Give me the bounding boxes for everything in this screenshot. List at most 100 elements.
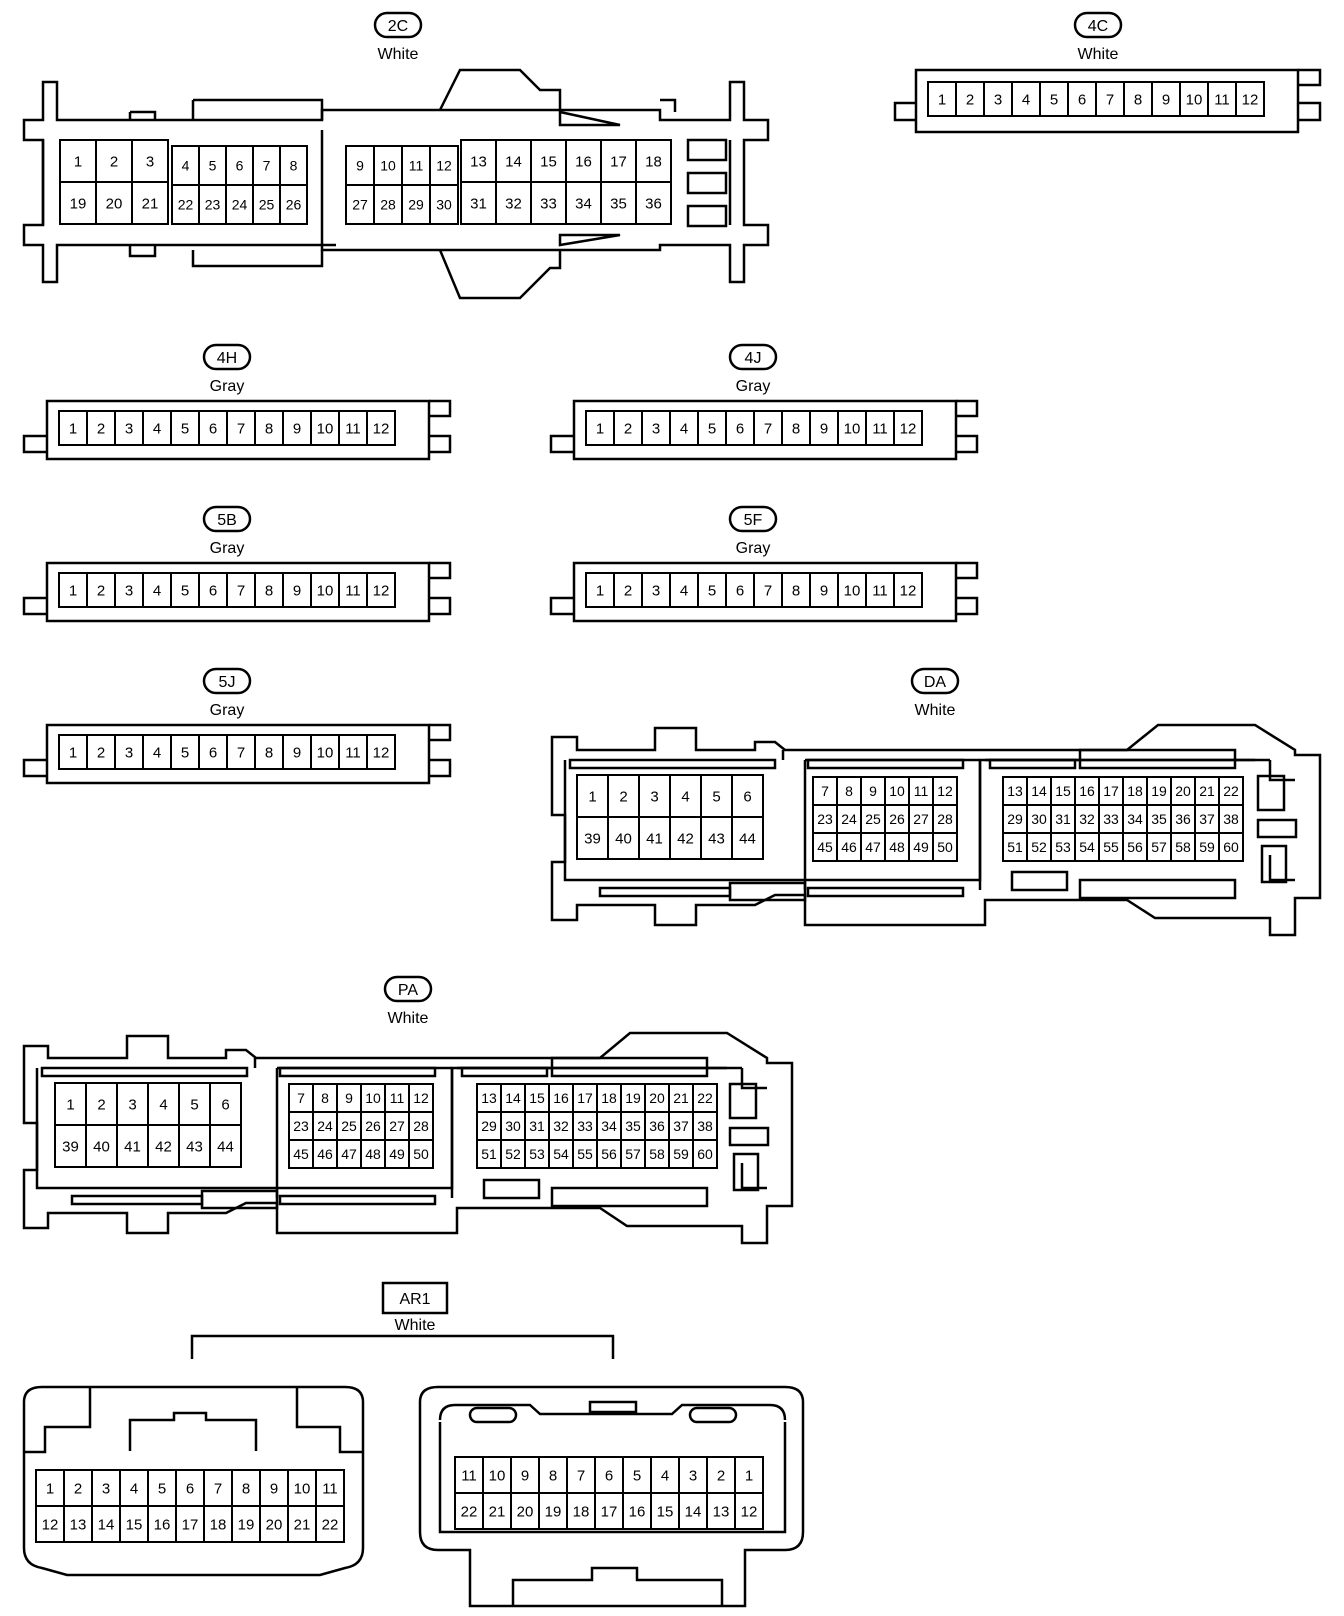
- pin-number: 53: [529, 1146, 545, 1162]
- pin-cell: 2: [95, 139, 133, 183]
- pin-box: [209, 1124, 242, 1168]
- pin-cell: 35: [600, 181, 637, 225]
- pin-cell: 3: [983, 81, 1013, 117]
- pin-cell: 29: [476, 1111, 502, 1141]
- pin-number: 12: [900, 582, 917, 599]
- connector-5f-outline: [549, 561, 979, 623]
- pin-number: 59: [1199, 839, 1215, 855]
- pin-cell: 4: [171, 145, 200, 186]
- pin-cell: 10: [482, 1456, 512, 1494]
- pin-number: 17: [182, 1516, 199, 1533]
- pin-cell: 30: [429, 184, 459, 225]
- pin-cell: 44: [209, 1124, 242, 1168]
- pin-number: 52: [1031, 839, 1047, 855]
- pin-number: 41: [124, 1138, 141, 1155]
- pin-number: 7: [1106, 91, 1114, 108]
- pin-cell: 20: [259, 1505, 289, 1543]
- pin-cell: 1: [35, 1469, 65, 1507]
- pin-cell: 5: [170, 572, 200, 608]
- pin-cell: 6: [725, 410, 755, 446]
- pin-cell: 5: [697, 410, 727, 446]
- pin-number: 1: [745, 1467, 753, 1484]
- pin-number: 24: [317, 1118, 333, 1134]
- pin-number: 12: [373, 582, 390, 599]
- pin-number: 49: [913, 839, 929, 855]
- pin-cell: 51: [476, 1139, 502, 1169]
- pin-number: 11: [409, 158, 424, 174]
- pin-cell: 2: [86, 572, 116, 608]
- pin-number: 8: [290, 158, 298, 174]
- pin-number: 11: [1214, 91, 1230, 108]
- pin-cell: 26: [360, 1111, 386, 1141]
- pin-number: 8: [321, 1090, 329, 1106]
- connector-5f-color: Gray: [736, 540, 771, 557]
- pin-cell: 33: [530, 181, 567, 225]
- pin-number: 31: [470, 195, 487, 212]
- pin-cell: 14: [495, 139, 532, 183]
- pin-number: 6: [209, 420, 217, 437]
- pin-number: 2: [624, 420, 632, 437]
- pin-number: 52: [505, 1146, 521, 1162]
- pin-cell: 12: [429, 145, 459, 186]
- pin-cell: 32: [548, 1111, 574, 1141]
- pin-number: 5: [708, 582, 716, 599]
- pin-number: 16: [553, 1090, 569, 1106]
- pin-cell: 32: [495, 181, 532, 225]
- pin-cell: 17: [175, 1505, 205, 1543]
- pin-cell: 6: [594, 1456, 624, 1494]
- pin-number: 14: [505, 153, 522, 170]
- pin-cell: 53: [1050, 832, 1076, 862]
- pin-number: 3: [994, 91, 1002, 108]
- pin-cell: 54: [548, 1139, 574, 1169]
- connector-ar1-header: AR1 White: [381, 1281, 449, 1334]
- pin-number: 26: [365, 1118, 381, 1134]
- connector-ar1-code: AR1: [399, 1291, 430, 1308]
- pin-number: 18: [1127, 783, 1143, 799]
- pin-number: 12: [373, 744, 390, 761]
- pin-number: 11: [345, 420, 361, 437]
- connector-2c-header: 2C White: [373, 11, 423, 63]
- pin-cell: 5: [700, 774, 733, 818]
- pin-number: 5: [181, 420, 189, 437]
- pin-cell: 26: [279, 184, 308, 225]
- pin-number: 5: [181, 744, 189, 761]
- pin-cell: 38: [1218, 804, 1244, 834]
- pin-box: [1218, 832, 1244, 862]
- pin-cell: 7: [203, 1469, 233, 1507]
- pin-number: 13: [470, 153, 487, 170]
- pin-number: 4: [153, 744, 161, 761]
- pin-cell: 9: [1151, 81, 1181, 117]
- pin-number: 16: [629, 1503, 646, 1520]
- pin-number: 4: [159, 1096, 167, 1113]
- pin-cell: 10: [310, 410, 340, 446]
- pin-cell: 8: [231, 1469, 261, 1507]
- pin-number: 38: [1223, 811, 1239, 827]
- pin-cell: 11: [865, 410, 895, 446]
- pin-cell: 33: [572, 1111, 598, 1141]
- pin-number: 17: [1103, 783, 1119, 799]
- pin-cell: 41: [638, 816, 671, 860]
- pin-number: 48: [365, 1146, 381, 1162]
- pin-number: 18: [573, 1503, 590, 1520]
- pin-cell: 3: [641, 572, 671, 608]
- pin-cell: 4: [650, 1456, 680, 1494]
- pin-number: 19: [625, 1090, 641, 1106]
- pin-cell: 15: [650, 1492, 680, 1530]
- pin-cell: 5: [622, 1456, 652, 1494]
- pin-cell: 48: [884, 832, 910, 862]
- pin-number: 11: [322, 1480, 338, 1497]
- pin-number: 12: [436, 158, 452, 174]
- connector-ar1-outline: [22, 1334, 805, 1608]
- connector-5b-code-badge: [202, 505, 252, 533]
- pin-number: 58: [1175, 839, 1191, 855]
- pin-cell: 9: [282, 410, 312, 446]
- pin-number: 15: [1055, 783, 1071, 799]
- pin-cell: 13: [1002, 776, 1028, 806]
- pin-cell: 6: [1067, 81, 1097, 117]
- connector-4c-outline: [893, 68, 1322, 134]
- pin-number: 55: [1103, 839, 1119, 855]
- connector-2c-color: White: [378, 46, 419, 63]
- pin-cell: 15: [119, 1505, 149, 1543]
